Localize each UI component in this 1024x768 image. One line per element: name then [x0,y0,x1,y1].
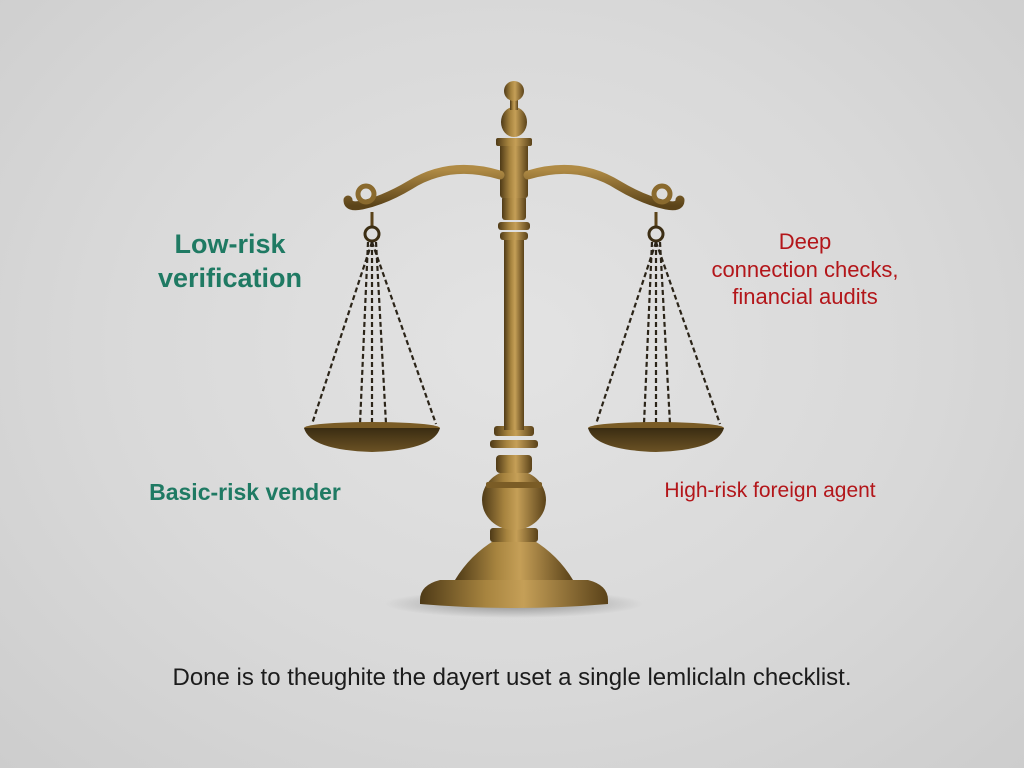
scale-column [504,240,524,430]
basic-risk-vender-label: Basic-risk vender [149,479,341,505]
label-line: Deep [778,229,832,254]
right-pan [588,422,724,452]
left-pan-chains [310,241,438,425]
label-line: financial audits [732,284,878,309]
scale-base [420,528,608,608]
deep-checks-label: Deep connection checks, financial audits [680,228,930,311]
column-collar [498,196,530,240]
right-pan-chains [594,241,722,425]
scale-beam [343,164,685,243]
caption-text: Done is to theughite the dayert uset a s… [172,664,852,691]
high-risk-foreign-agent-label: High-risk foreign agent [664,479,876,502]
left-pan [304,422,440,452]
label-line: connection checks, [711,256,899,282]
label-line: Low-risk [174,229,286,259]
scale-knob [482,426,546,530]
low-risk-verification-label: Low-risk verification [120,228,340,296]
scale-top-finial [496,81,532,198]
label-line: verification [157,262,303,293]
